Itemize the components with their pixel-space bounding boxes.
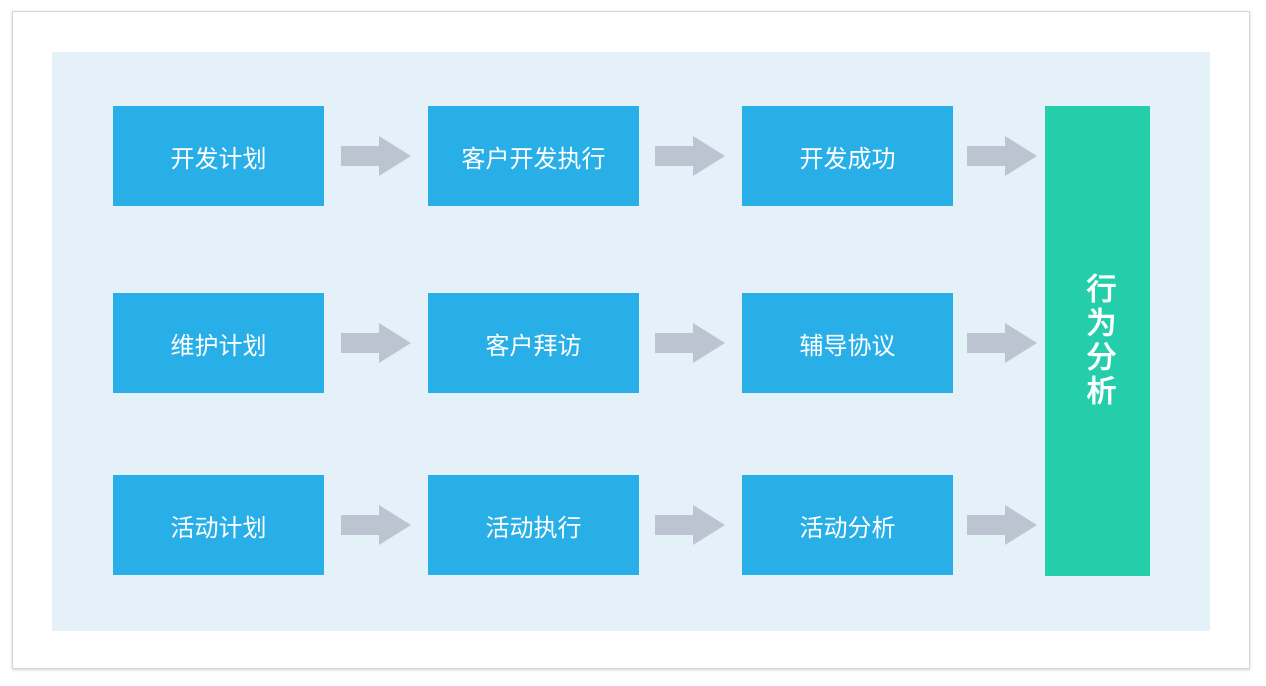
step-label: 开发成功 [799, 144, 896, 173]
step-maint-plan: 维护计划 [113, 293, 324, 393]
step-label: 维护计划 [170, 331, 267, 360]
step-activity-plan: 活动计划 [113, 475, 324, 575]
right-arrow-icon [341, 136, 411, 176]
step-label: 活动分析 [799, 513, 896, 542]
step-activity-exec: 活动执行 [428, 475, 639, 575]
step-dev-plan: 开发计划 [113, 106, 324, 206]
right-arrow-icon [655, 136, 725, 176]
step-label: 开发计划 [170, 144, 267, 173]
right-arrow-icon [655, 323, 725, 363]
right-arrow-icon [341, 505, 411, 545]
step-label: 活动执行 [485, 513, 582, 542]
step-label: 客户开发执行 [461, 144, 606, 173]
right-arrow-icon [967, 136, 1037, 176]
right-arrow-icon [655, 505, 725, 545]
right-arrow-icon [341, 323, 411, 363]
step-client-dev-exec: 客户开发执行 [428, 106, 639, 206]
step-dev-success: 开发成功 [742, 106, 953, 206]
right-arrow-icon [967, 505, 1037, 545]
target-label: 行为分析 [1080, 273, 1116, 409]
step-label: 客户拜访 [485, 331, 582, 360]
step-label: 辅导协议 [799, 331, 896, 360]
step-coaching-agreement: 辅导协议 [742, 293, 953, 393]
step-label: 活动计划 [170, 513, 267, 542]
step-activity-analysis: 活动分析 [742, 475, 953, 575]
behavior-analysis-box: 行为分析 [1045, 106, 1150, 576]
step-client-visit: 客户拜访 [428, 293, 639, 393]
right-arrow-icon [967, 323, 1037, 363]
